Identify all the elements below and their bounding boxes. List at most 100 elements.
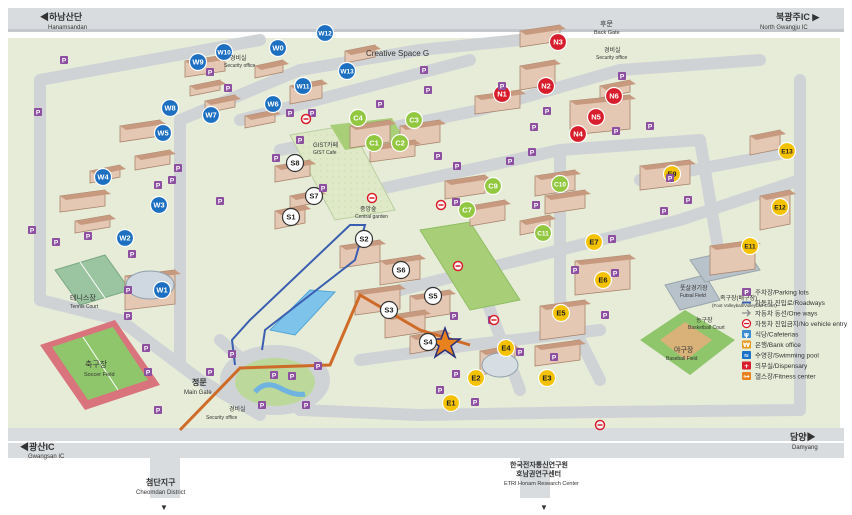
parking-square xyxy=(142,344,150,352)
marker-circle[interactable] xyxy=(593,270,613,290)
marker-circle[interactable] xyxy=(348,108,368,128)
building-marker-e4[interactable]: E4 xyxy=(496,338,516,358)
building-marker-e1[interactable]: E1 xyxy=(441,393,461,413)
marker-circle[interactable] xyxy=(551,303,571,323)
marker-circle[interactable] xyxy=(281,207,301,227)
marker-circle[interactable] xyxy=(391,260,411,280)
marker-circle[interactable] xyxy=(93,167,113,187)
building-marker-c2[interactable]: C2 xyxy=(390,133,410,153)
marker-circle[interactable] xyxy=(201,105,221,125)
parking-square xyxy=(453,162,461,170)
marker-label: N4 xyxy=(573,130,583,139)
marker-circle[interactable] xyxy=(740,236,760,256)
marker-circle[interactable] xyxy=(584,232,604,252)
building-marker-s2[interactable]: S2 xyxy=(354,229,374,249)
marker-circle[interactable] xyxy=(153,123,173,143)
marker-circle[interactable] xyxy=(188,52,208,72)
marker-circle[interactable] xyxy=(337,61,357,81)
marker-circle[interactable] xyxy=(285,153,305,173)
marker-circle[interactable] xyxy=(404,110,424,130)
legend-item: ⊶헬스장/Fitness center xyxy=(742,371,816,381)
building-marker-c7[interactable]: C7 xyxy=(457,200,477,220)
parking-glyph: P xyxy=(573,268,578,275)
building-marker-c1[interactable]: C1 xyxy=(364,133,384,153)
building-marker-e2[interactable]: E2 xyxy=(466,368,486,388)
marker-circle[interactable] xyxy=(568,124,588,144)
building-marker-w3[interactable]: W3 xyxy=(149,195,169,215)
parking-icon: P xyxy=(660,207,668,216)
marker-circle[interactable] xyxy=(315,23,335,43)
building-marker-e5[interactable]: E5 xyxy=(551,303,571,323)
building-marker-w6[interactable]: W6 xyxy=(263,94,283,114)
parking-icon: P xyxy=(436,386,444,395)
marker-circle[interactable] xyxy=(263,94,283,114)
building-marker-e13[interactable]: E13 xyxy=(777,141,797,161)
building-marker-e6[interactable]: E6 xyxy=(593,270,613,290)
building-marker-e3[interactable]: E3 xyxy=(537,368,557,388)
marker-circle[interactable] xyxy=(423,286,443,306)
building-marker-w1[interactable]: W1 xyxy=(152,280,172,300)
marker-circle[interactable] xyxy=(214,42,234,62)
marker-circle[interactable] xyxy=(457,200,477,220)
marker-circle[interactable] xyxy=(496,338,516,358)
building-marker-w8[interactable]: W8 xyxy=(160,98,180,118)
building-marker-w5[interactable]: W5 xyxy=(153,123,173,143)
building-marker-s7[interactable]: S7 xyxy=(304,186,324,206)
marker-circle[interactable] xyxy=(604,86,624,106)
building-marker-w2[interactable]: W2 xyxy=(115,228,135,248)
marker-circle[interactable] xyxy=(268,38,288,58)
building-marker-s8[interactable]: S8 xyxy=(285,153,305,173)
building-marker-w11[interactable]: W11 xyxy=(293,76,313,96)
marker-circle[interactable] xyxy=(536,76,556,96)
building-marker-n6[interactable]: N6 xyxy=(604,86,624,106)
building-marker-c3[interactable]: C3 xyxy=(404,110,424,130)
building-marker-c4[interactable]: C4 xyxy=(348,108,368,128)
marker-circle[interactable] xyxy=(152,280,172,300)
marker-circle[interactable] xyxy=(304,186,324,206)
marker-circle[interactable] xyxy=(777,141,797,161)
building-marker-n5[interactable]: N5 xyxy=(586,107,606,127)
marker-circle[interactable] xyxy=(379,300,399,320)
marker-circle[interactable] xyxy=(548,32,568,52)
marker-circle[interactable] xyxy=(364,133,384,153)
building-marker-c9[interactable]: C9 xyxy=(483,176,503,196)
building-marker-s6[interactable]: S6 xyxy=(391,260,411,280)
building-marker-w0[interactable]: W0 xyxy=(268,38,288,58)
marker-circle[interactable] xyxy=(418,332,438,352)
building-marker-s4[interactable]: S4 xyxy=(418,332,438,352)
building-marker-c11[interactable]: C11 xyxy=(533,223,553,243)
building-marker-w9[interactable]: W9 xyxy=(188,52,208,72)
building-marker-e12[interactable]: E12 xyxy=(770,197,790,217)
marker-circle[interactable] xyxy=(586,107,606,127)
building-marker-w13[interactable]: W13 xyxy=(337,61,357,81)
marker-circle[interactable] xyxy=(533,223,553,243)
marker-circle[interactable] xyxy=(293,76,313,96)
building-marker-n4[interactable]: N4 xyxy=(568,124,588,144)
building-marker-s5[interactable]: S5 xyxy=(423,286,443,306)
marker-circle[interactable] xyxy=(160,98,180,118)
building-marker-c10[interactable]: C10 xyxy=(550,174,570,194)
marker-circle[interactable] xyxy=(390,133,410,153)
parking-square xyxy=(314,362,322,370)
building-marker-w7[interactable]: W7 xyxy=(201,105,221,125)
building-marker-e11[interactable]: E11 xyxy=(740,236,760,256)
marker-circle[interactable] xyxy=(537,368,557,388)
marker-circle[interactable] xyxy=(149,195,169,215)
building-marker-n2[interactable]: N2 xyxy=(536,76,556,96)
building-marker-e7[interactable]: E7 xyxy=(584,232,604,252)
building-marker-w4[interactable]: W4 xyxy=(93,167,113,187)
marker-circle[interactable] xyxy=(441,393,461,413)
parking-glyph: P xyxy=(156,408,161,415)
building-marker-w10[interactable]: W10 xyxy=(214,42,234,62)
marker-circle[interactable] xyxy=(115,228,135,248)
building-marker-s1[interactable]: S1 xyxy=(281,207,301,227)
marker-circle[interactable] xyxy=(550,174,570,194)
marker-circle[interactable] xyxy=(354,229,374,249)
marker-circle[interactable] xyxy=(483,176,503,196)
marker-circle[interactable] xyxy=(770,197,790,217)
parking-icon: P xyxy=(154,181,162,190)
marker-circle[interactable] xyxy=(466,368,486,388)
building-marker-s3[interactable]: S3 xyxy=(379,300,399,320)
building-marker-n3[interactable]: N3 xyxy=(548,32,568,52)
building-marker-w12[interactable]: W12 xyxy=(315,23,335,43)
